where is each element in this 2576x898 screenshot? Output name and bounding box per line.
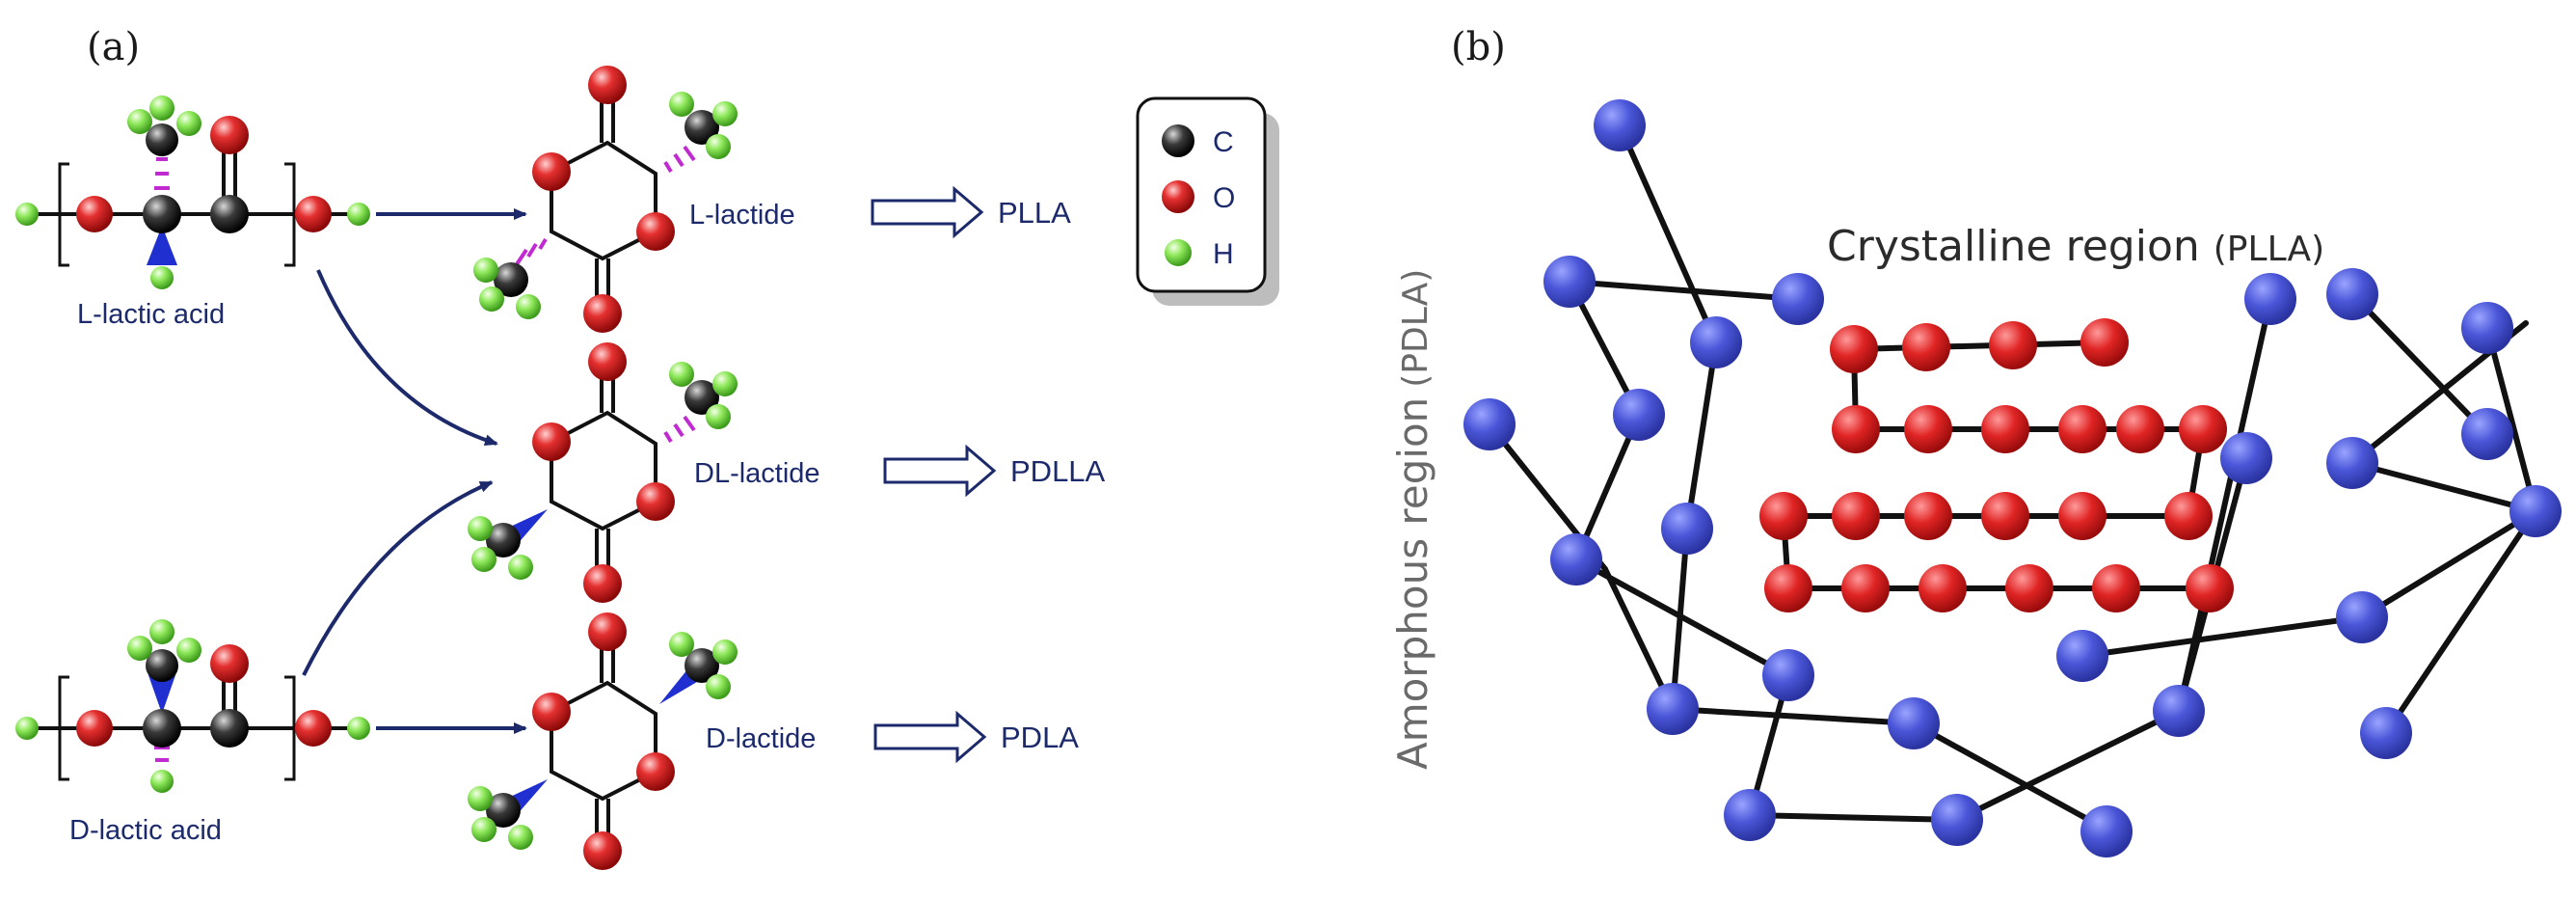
panel-b: (b) Amorphous region (PDLA) Crystalline … [1389,25,2562,857]
plla-label: PLLA [998,196,1071,230]
legend-hydrogen-label: H [1213,238,1234,270]
crystalline-title: Crystalline region [1827,222,2200,271]
crystalline-bonds [1781,340,2213,591]
d-lactic-acid-label: D-lactic acid [69,815,222,846]
dl-lactide-molecule [468,342,738,603]
reaction-arrows [302,208,527,734]
svg-text:Amorphous region (PDLA: Amorphous region (PDLA) [1389,269,1436,770]
arrow-l-to-dl-lactide [316,269,498,447]
pdla-label: PDLA [1001,721,1079,754]
l-lactide-molecule [473,66,738,333]
oxygen-legend-ball [1162,180,1194,213]
d-lactide-label: D-lactide [706,723,816,754]
panel-a-label: (a) [87,25,140,69]
carbon-legend-ball [1162,124,1194,157]
arrow-to-plla [871,185,984,239]
amorphous-sub: (PDLA) [1396,269,1436,388]
amorphous-title: Amorphous region [1389,397,1436,770]
hydrogen-legend-ball [1165,239,1192,266]
pdlla-label: PDLLA [1010,454,1106,488]
amorphous-region-label: Amorphous region (PDLA) [1389,269,1436,770]
panel-a: (a) C O H [15,25,1279,870]
d-lactide-molecule [468,612,738,870]
l-lactic-acid-molecule [15,95,370,289]
d-lactic-acid-molecule [15,619,370,793]
atom-legend: C O H [1136,96,1279,306]
l-lactic-acid-label: L-lactic acid [77,299,225,330]
amorphous-beads [1463,99,2562,857]
panel-b-label: (b) [1451,25,1506,69]
legend-box [1136,96,1267,293]
arrow-d-to-dl-lactide [302,480,494,676]
arrow-to-pdlla [883,444,997,498]
product-arrows [871,185,997,764]
arrow-to-pdla [873,710,987,764]
crystalline-sub: (PLLA) [2214,230,2324,269]
l-lactide-label: L-lactide [689,200,795,231]
legend-oxygen-label: O [1213,182,1235,214]
legend-carbon-label: C [1213,126,1234,158]
crystalline-region-label: Crystalline region (PLLA) [1827,222,2324,271]
crystalline-beads [1759,318,2234,612]
dl-lactide-label: DL-lactide [694,458,820,489]
